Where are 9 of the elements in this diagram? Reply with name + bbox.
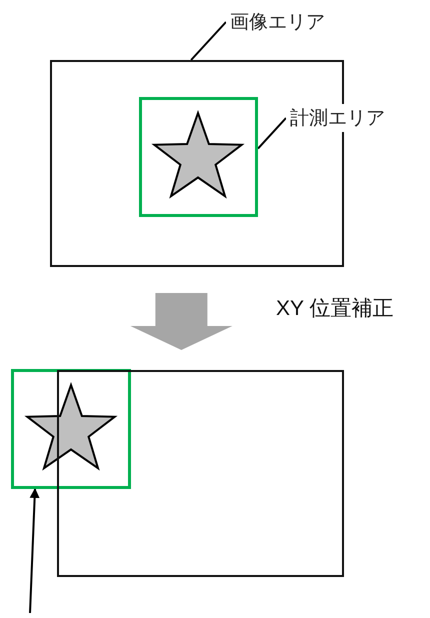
leader-line: [190, 21, 227, 61]
image-area-frame: [57, 370, 344, 577]
block-arrow: [130, 293, 232, 350]
edge-label: XY 位置補正: [276, 296, 394, 322]
leader-line: [257, 117, 287, 150]
image-area-frame: [50, 60, 344, 267]
arrow: [29, 488, 40, 614]
measurement-area-frame: [139, 97, 258, 217]
measurement-area-frame: [11, 369, 131, 489]
